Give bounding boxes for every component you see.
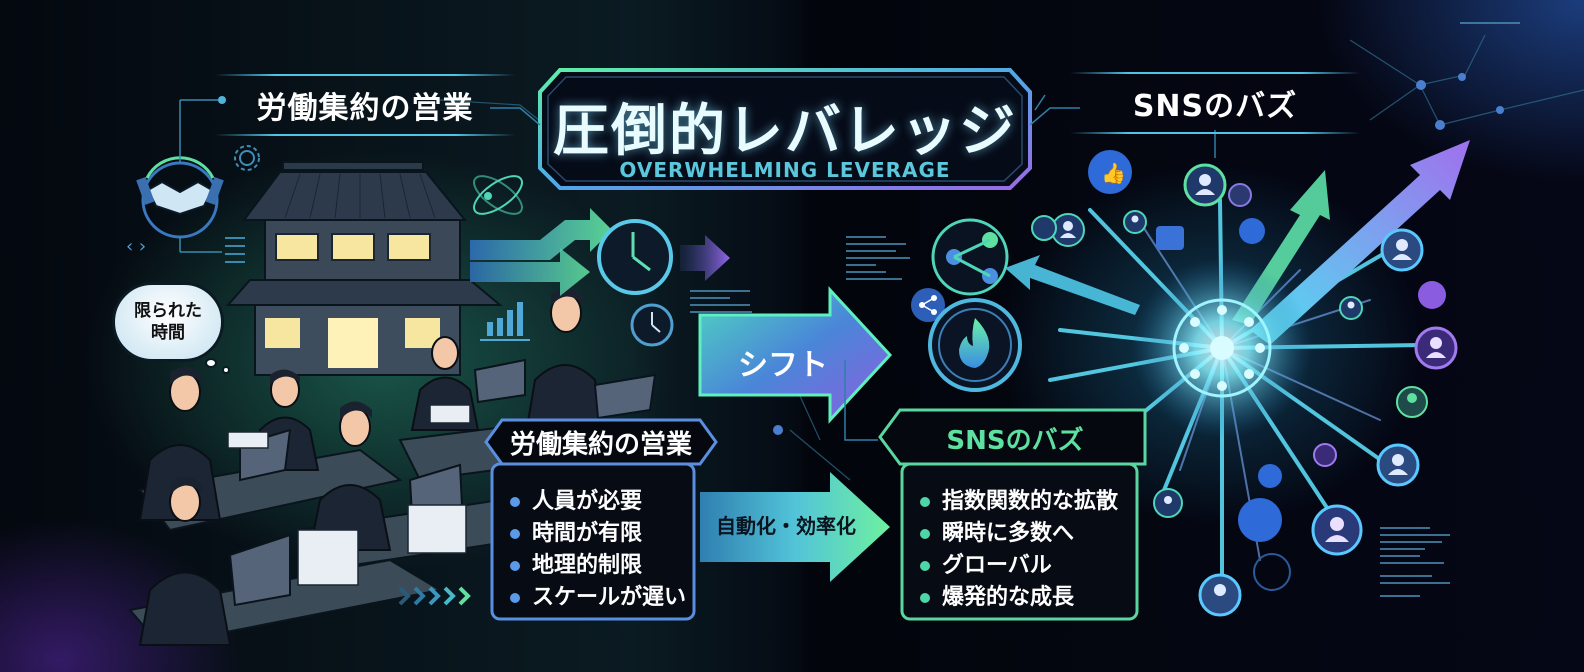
thought-bubble-line-1: 限られた — [134, 301, 202, 321]
bullet-dot — [510, 497, 520, 507]
thought-bubble-tail-small — [222, 366, 230, 374]
list-item: 爆発的な成長 — [920, 582, 1137, 614]
left-panel-body-shape — [490, 462, 696, 621]
data-readout — [690, 22, 1520, 597]
thought-bubble-tail — [205, 358, 217, 368]
right-section-header-text: SNSのバズ — [1132, 89, 1298, 124]
shift-arrow — [698, 286, 893, 424]
right-panel: 指数関数的な拡散 瞬時に多数へ グローバル 爆発的な成長 — [902, 464, 1137, 619]
page-subtitle: OVERWHELMING LEVERAGE — [619, 158, 951, 182]
right-panel-list: 指数関数的な拡散 瞬時に多数へ グローバル 爆発的な成長 — [920, 486, 1137, 614]
title-plate: 圧倒的レバレッジ OVERWHELMING LEVERAGE — [540, 70, 1030, 188]
list-item: 時間が有限 — [510, 518, 694, 550]
automation-arrow-label: 自動化・効率化 — [716, 514, 856, 538]
office-building-illustration — [225, 161, 503, 376]
code-brackets-icon: ‹ › — [126, 236, 146, 257]
like-icon: 👍 — [1088, 150, 1446, 591]
shift-arrow-label: シフト — [738, 348, 828, 383]
user-avatar-icon — [1031, 163, 1458, 617]
document-list-icon — [225, 237, 245, 263]
list-item: 人員が必要 — [510, 486, 694, 518]
automation-arrow — [700, 472, 890, 582]
small-share-icon — [911, 288, 945, 322]
clock-icon — [597, 219, 673, 295]
left-panel-head-shape — [484, 418, 718, 466]
list-item: 瞬時に多数へ — [920, 518, 1137, 550]
left-panel-title-text: 労働集約の営業 — [509, 429, 692, 460]
office-workers-illustration — [128, 287, 657, 647]
bullet-dot — [510, 593, 520, 603]
list-item: グローバル — [920, 550, 1137, 582]
bullet-dot — [920, 529, 930, 539]
flow-arrows — [470, 208, 730, 296]
fire-icon — [928, 298, 1022, 392]
handshake-icon — [136, 96, 226, 253]
bar-chart-icon — [480, 302, 530, 341]
gear-icon — [234, 145, 260, 171]
share-icon — [931, 218, 1009, 296]
left-section-header: 労働集約の営業 — [215, 74, 515, 136]
right-panel-title-text: SNSのバズ — [946, 425, 1084, 456]
left-panel-list: 人員が必要 時間が有限 地理的制限 スケールが遅い — [510, 486, 694, 614]
left-section-header-text: 労働集約の営業 — [256, 91, 474, 126]
right-panel-body-shape — [900, 462, 1139, 621]
thought-bubble: 限られた 時間 — [112, 282, 224, 362]
growth-arrow-icon — [1250, 140, 1470, 345]
small-clock-icon — [630, 303, 674, 347]
right-section-header: SNSのバズ — [1070, 72, 1360, 134]
page-title: 圧倒的レバレッジ — [553, 99, 1017, 164]
right-panel-title: SNSのバズ — [885, 410, 1145, 466]
svg-text:👍: 👍 — [1101, 161, 1126, 185]
list-item: 指数関数的な拡散 — [920, 486, 1137, 518]
thought-bubble-line-2: 時間 — [151, 323, 185, 343]
bullet-dot — [510, 529, 520, 539]
bullet-dot — [510, 561, 520, 571]
list-item: スケールが遅い — [510, 582, 694, 614]
bullet-dot — [920, 593, 930, 603]
chevrons-icon — [398, 586, 471, 606]
inbound-arrow — [1005, 255, 1140, 315]
left-panel: 人員が必要 時間が有限 地理的制限 スケールが遅い — [492, 464, 694, 619]
bullet-dot — [920, 561, 930, 571]
orbit-icon — [473, 175, 523, 215]
list-item: 地理的制限 — [510, 550, 694, 582]
left-panel-title: 労働集約の営業 — [490, 414, 712, 470]
bullet-dot — [920, 497, 930, 507]
